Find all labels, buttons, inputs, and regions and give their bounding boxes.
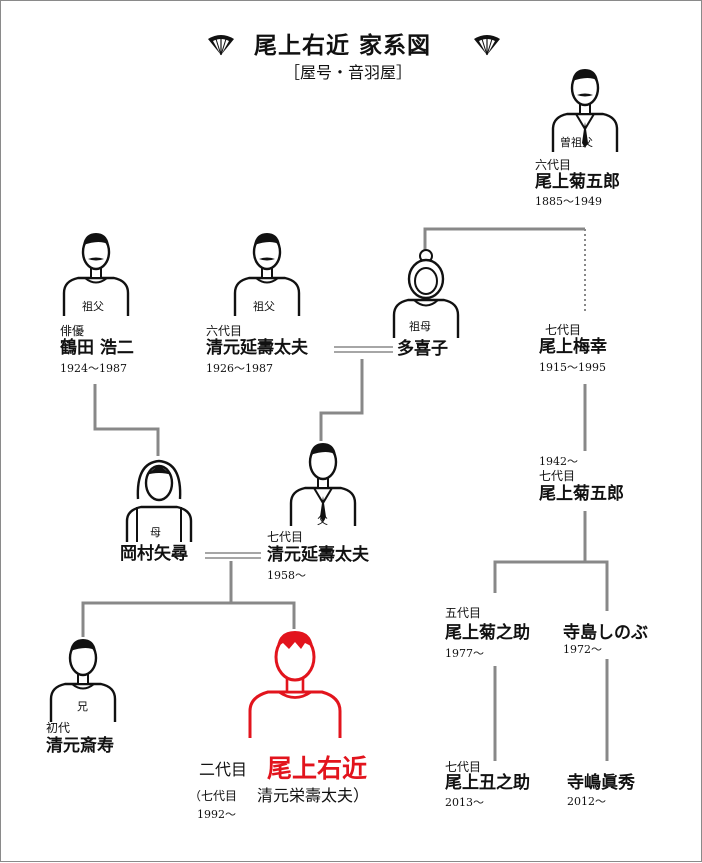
person-name: 寺島しのぶ (563, 623, 648, 643)
page-title: 尾上右近 家系図 (254, 32, 432, 59)
person-name: 尾上梅幸 (539, 337, 607, 357)
person-name: 岡村矢尋 (120, 544, 188, 564)
generation-label: 初代 (46, 721, 71, 735)
person-name: 尾上菊之助 (445, 623, 530, 643)
relation-label: 曽祖父 (560, 136, 593, 149)
man-suit-icon (289, 443, 357, 526)
man-mustache-icon (233, 233, 301, 316)
years-label: 1915〜1995 (539, 361, 606, 374)
generation-label: 六代目 (206, 324, 243, 338)
person-name: 尾上菊五郎 (535, 172, 620, 192)
line-tsuruta-to-mother (93, 384, 160, 456)
relation-label: 祖父 (253, 300, 275, 313)
person-name: 寺嶋眞秀 (567, 773, 635, 793)
generation-label: 五代目 (445, 606, 482, 620)
relation-label: 祖母 (409, 320, 431, 333)
years-label: 1972〜 (563, 643, 602, 656)
page-subtitle: ［屋号・音羽屋］ (284, 63, 413, 82)
person-name: 多喜子 (397, 339, 448, 359)
line-parents-to-children (81, 561, 233, 637)
woman-icon (392, 249, 460, 338)
years-label: 1958〜 (267, 569, 306, 582)
line-grandparents-to-father (319, 359, 364, 441)
generation-label: 六代目 (535, 158, 572, 172)
years-label: 1926〜1987 (206, 362, 273, 375)
years-label: 1977〜 (445, 647, 484, 660)
man-suit-mustache-icon (551, 69, 619, 152)
person-name: 清元斎寿 (46, 736, 114, 756)
person-name: 清元延壽太夫 (206, 338, 308, 358)
person-name: 清元延壽太夫 (267, 545, 369, 565)
alias-name: 清元栄壽太夫） (257, 786, 370, 805)
years-label: 1942〜 (539, 455, 578, 468)
generation-label: 七代目 (545, 323, 582, 337)
alias-generation-label: （七代目 (189, 789, 238, 803)
woman-long-hair-icon (125, 459, 193, 542)
generation-label: 俳優 (60, 324, 85, 338)
generation-label: 七代目 (267, 530, 304, 544)
line-kikugoro-to-shinobu (585, 560, 609, 611)
generation-label: 七代目 (539, 469, 576, 483)
generation-label: 七代目 (445, 760, 482, 774)
years-label: 1885〜1949 (535, 195, 602, 208)
line-great-grandfather-to-grandmother (423, 227, 585, 251)
years-label: 2012〜 (567, 795, 606, 808)
man-highlight-icon (248, 631, 342, 738)
man-mustache-icon (62, 233, 130, 316)
person-name: 尾上菊五郎 (539, 484, 624, 504)
person-name: 鶴田 浩二 (60, 338, 134, 358)
fan-icon (474, 35, 500, 56)
line-parents-to-ukon (231, 601, 296, 629)
line-kikugoro-children (493, 511, 587, 593)
fan-icon (208, 35, 234, 56)
man-icon (49, 639, 117, 722)
relation-label: 母 (150, 526, 161, 539)
person-name: 尾上丑之助 (445, 773, 530, 793)
highlight-person-name: 尾上右近 (267, 754, 368, 783)
years-label: 1992〜 (197, 808, 236, 821)
relation-label: 父 (317, 514, 328, 527)
relation-label: 祖父 (82, 300, 104, 313)
years-label: 1924〜1987 (60, 362, 127, 375)
years-label: 2013〜 (445, 796, 484, 809)
relation-label: 兄 (77, 700, 88, 713)
generation-label: 二代目 (199, 760, 248, 779)
